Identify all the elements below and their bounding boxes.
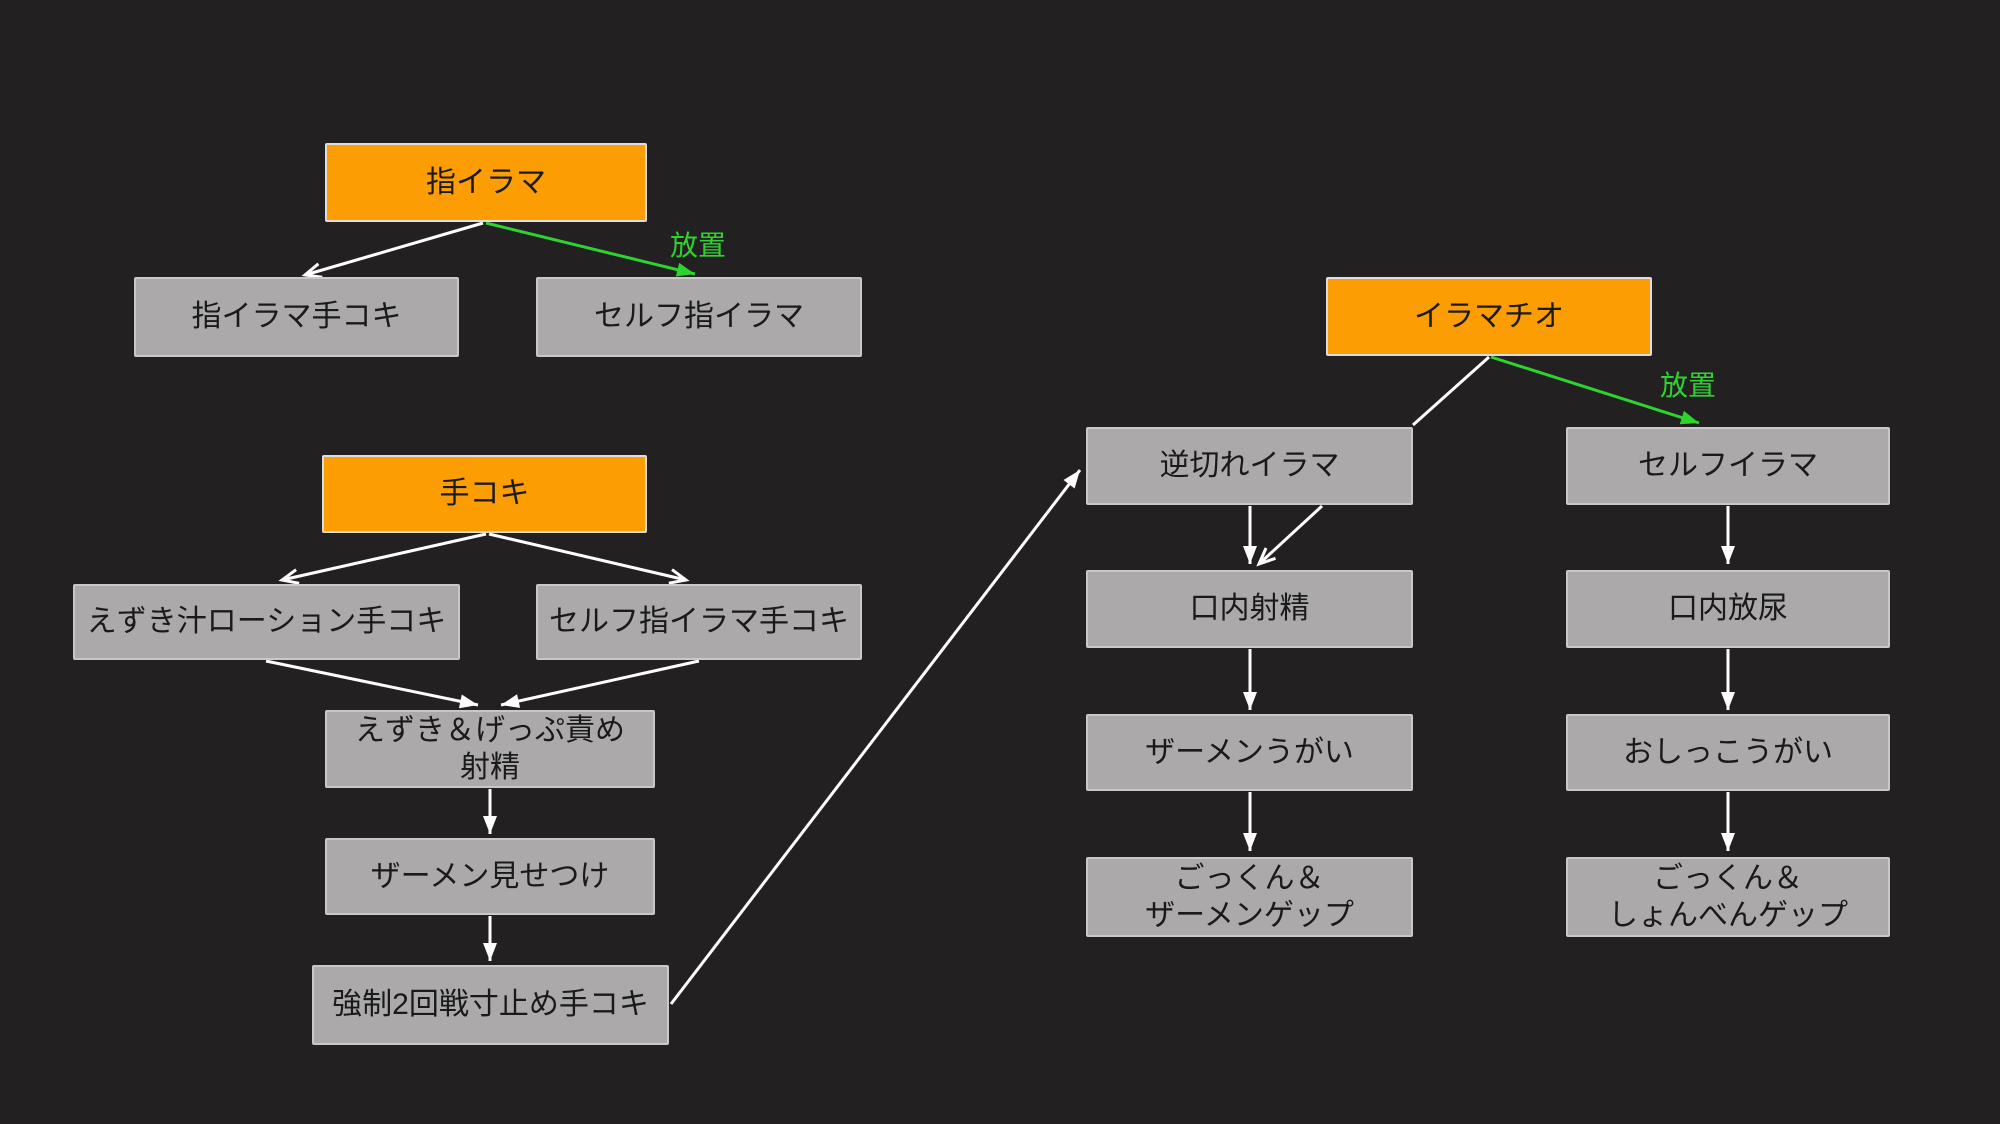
node-self-yubi-irama: セルフ指イラマ: [536, 277, 862, 357]
node-konai-honyo: 口内放尿: [1566, 570, 1890, 648]
edge-kyosei-to-gyakugire-irama: [669, 469, 1082, 1005]
node-iramachio: イラマチオ: [1326, 277, 1652, 356]
node-gokkun-shonben-geppu: ごっくん＆ しょんべんゲップ: [1566, 857, 1890, 937]
node-gokkun-zamen-geppu: ごっくん＆ ザーメンゲップ: [1086, 857, 1413, 937]
edge-yubi-irama-to-self-yubi-irama: [485, 221, 696, 277]
node-oshikko-ugai: おしっこうがい: [1566, 714, 1890, 791]
edge-iramachio-to-self-irama: [1490, 355, 1700, 425]
node-zamen-misetsuke: ザーメン見せつけ: [325, 838, 655, 915]
edge-gyakugire-to-konai-shasei-diagonal: [1256, 504, 1324, 567]
node-zamen-ugai: ザーメンうがい: [1086, 714, 1413, 791]
node-yubi-irama: 指イラマ: [325, 143, 647, 222]
node-konai-shasei: 口内射精: [1086, 570, 1413, 648]
node-ezuki-lotion-tekoki: えずき汁ローション手コキ: [73, 584, 460, 660]
node-gyakugire-irama: 逆切れイラマ: [1086, 427, 1413, 505]
node-kyosei-2kaisen-sundome-tekoki: 強制2回戦寸止め手コキ: [312, 965, 669, 1045]
node-tekoki: 手コキ: [322, 455, 647, 533]
node-self-yubi-irama-tekoki: セルフ指イラマ手コキ: [536, 584, 862, 660]
edge-iramachio-to-gyakugire-irama: [1411, 355, 1491, 427]
node-self-irama: セルフイラマ: [1566, 427, 1890, 505]
edge-tekoki-to-ezuki-lotion-tekoki: [278, 532, 487, 585]
edge-label-houchi-right: 放置: [1660, 370, 1717, 401]
edge-label-houchi-left: 放置: [670, 230, 727, 261]
edge-self-yubi-irama-tekoki-to-ezuki-geppu: [500, 659, 700, 708]
edge-ezuki-lotion-to-ezuki-geppu: [265, 659, 479, 709]
node-ezuki-geppu-seme-shasei: えずき＆げっぷ責め 射精: [325, 710, 655, 788]
node-yubi-irama-tekoki: 指イラマ手コキ: [134, 277, 459, 357]
edge-tekoki-to-self-yubi-irama-tekoki: [488, 532, 690, 585]
edge-yubi-irama-to-yubi-irama-tekoki: [301, 221, 484, 279]
